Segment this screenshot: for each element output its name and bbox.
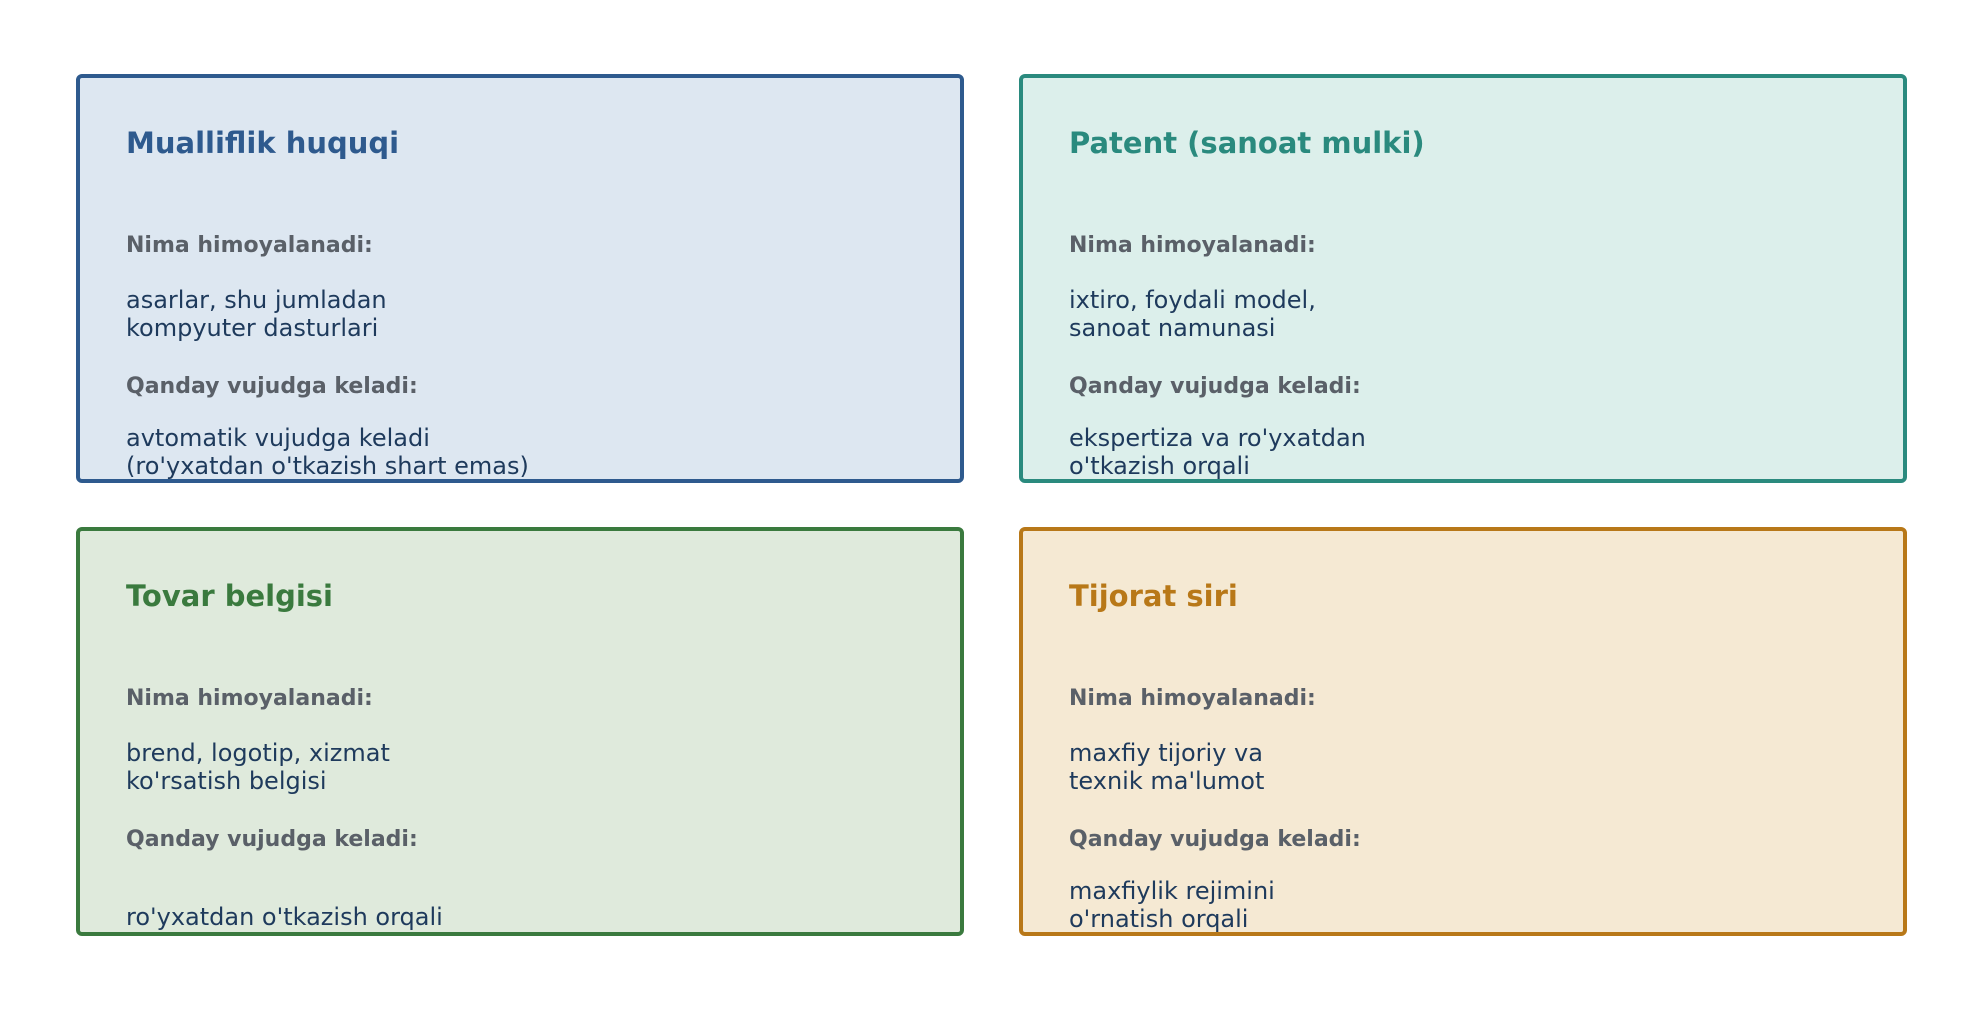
how-arises-label: Qanday vujudga keladi:	[1069, 827, 1361, 852]
card-title: Tovar belgisi	[126, 579, 333, 613]
what-protected-line: brend, logotip, xizmat	[126, 739, 390, 767]
how-arises-line: avtomatik vujudga keladi	[126, 424, 430, 452]
card-trade-secret: Tijorat siri Nima himoyalanadi: maxfiy t…	[1019, 527, 1907, 936]
what-protected-line: texnik ma'lumot	[1069, 767, 1265, 795]
how-arises-value: avtomatik vujudga keladi (ro'yxatdan o't…	[126, 424, 529, 480]
what-protected-line: ixtiro, foydali model,	[1069, 286, 1316, 314]
how-arises-line: o'tkazish orqali	[1069, 452, 1250, 480]
what-protected-line: maxfiy tijoriy va	[1069, 739, 1263, 767]
how-arises-line: ro'yxatdan o'tkazish orqali	[126, 903, 443, 931]
what-protected-value: asarlar, shu jumladan kompyuter dasturla…	[126, 286, 387, 342]
what-protected-value: maxfiy tijoriy va texnik ma'lumot	[1069, 739, 1264, 795]
what-protected-value: brend, logotip, xizmat ko'rsatish belgis…	[126, 739, 390, 795]
how-arises-label: Qanday vujudga keladi:	[126, 374, 418, 399]
how-arises-value: ekspertiza va ro'yxatdan o'tkazish orqal…	[1069, 424, 1366, 480]
what-protected-label: Nima himoyalanadi:	[126, 233, 373, 258]
card-patent: Patent (sanoat mulki) Nima himoyalanadi:…	[1019, 74, 1907, 483]
how-arises-label: Qanday vujudga keladi:	[1069, 374, 1361, 399]
what-protected-line: asarlar, shu jumladan	[126, 286, 387, 314]
what-protected-line: ko'rsatish belgisi	[126, 767, 327, 795]
what-protected-label: Nima himoyalanadi:	[1069, 686, 1316, 711]
how-arises-line: ekspertiza va ro'yxatdan	[1069, 424, 1366, 452]
what-protected-label: Nima himoyalanadi:	[1069, 233, 1316, 258]
card-trademark: Tovar belgisi Nima himoyalanadi: brend, …	[76, 527, 964, 936]
card-title: Tijorat siri	[1069, 579, 1238, 613]
how-arises-label: Qanday vujudga keladi:	[126, 827, 418, 852]
what-protected-line: sanoat namunasi	[1069, 314, 1276, 342]
card-title: Mualliflik huquqi	[126, 126, 400, 160]
card-copyright: Mualliflik huquqi Nima himoyalanadi: asa…	[76, 74, 964, 483]
card-title: Patent (sanoat mulki)	[1069, 126, 1425, 160]
how-arises-value: maxfiylik rejimini o'rnatish orqali	[1069, 877, 1275, 933]
how-arises-line: maxfiylik rejimini	[1069, 877, 1275, 905]
how-arises-value: ro'yxatdan o'tkazish orqali	[126, 903, 443, 931]
how-arises-line: o'rnatish orqali	[1069, 905, 1249, 933]
what-protected-label: Nima himoyalanadi:	[126, 686, 373, 711]
what-protected-line: kompyuter dasturlari	[126, 314, 379, 342]
how-arises-line: (ro'yxatdan o'tkazish shart emas)	[126, 452, 529, 480]
what-protected-value: ixtiro, foydali model, sanoat namunasi	[1069, 286, 1316, 342]
